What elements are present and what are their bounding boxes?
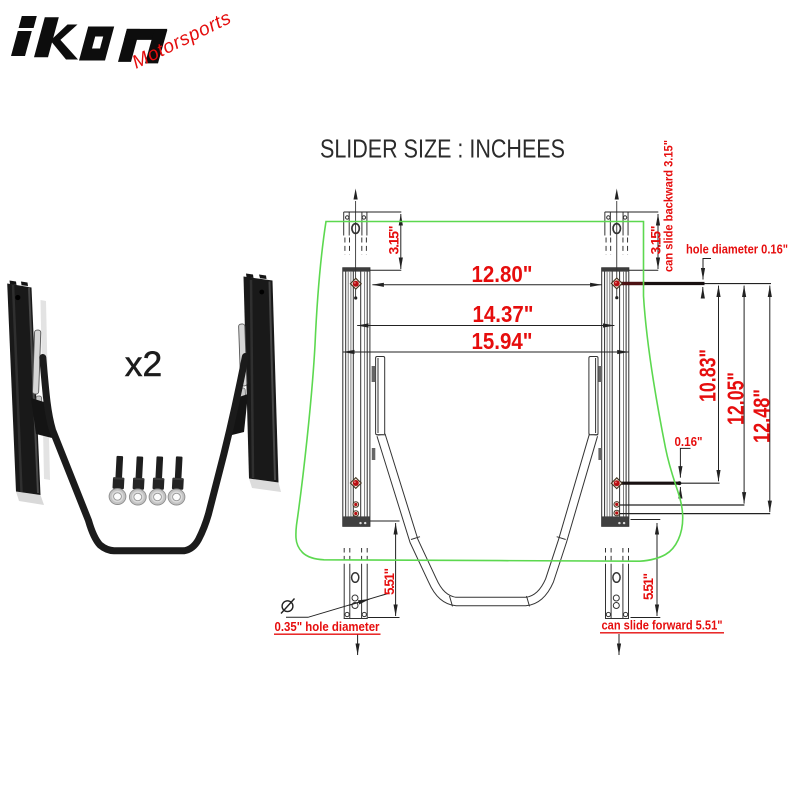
svg-text:5.51": 5.51" bbox=[641, 573, 656, 600]
svg-text:can slide backward 3.15": can slide backward 3.15" bbox=[661, 140, 675, 272]
svg-text:10.83": 10.83" bbox=[695, 349, 721, 402]
svg-text:12.48": 12.48" bbox=[749, 389, 775, 443]
svg-text:14.37": 14.37" bbox=[473, 301, 534, 327]
svg-text:3.15": 3.15" bbox=[386, 226, 402, 255]
svg-text:hole diameter 0.16": hole diameter 0.16" bbox=[686, 242, 788, 257]
svg-text:5.51": 5.51" bbox=[382, 568, 397, 595]
svg-text:0.16": 0.16" bbox=[675, 434, 703, 449]
svg-text:3.15": 3.15" bbox=[648, 226, 664, 255]
svg-text:12.80": 12.80" bbox=[472, 261, 533, 287]
svg-text:15.94": 15.94" bbox=[472, 328, 533, 354]
svg-text:x2: x2 bbox=[125, 344, 163, 384]
svg-text:SLIDER SIZE : INCHEES: SLIDER SIZE : INCHEES bbox=[320, 136, 565, 164]
svg-text:12.05": 12.05" bbox=[723, 372, 749, 425]
svg-text:can slide forward 5.51": can slide forward 5.51" bbox=[602, 618, 723, 633]
svg-text:0.35" hole diameter: 0.35" hole diameter bbox=[275, 619, 380, 634]
